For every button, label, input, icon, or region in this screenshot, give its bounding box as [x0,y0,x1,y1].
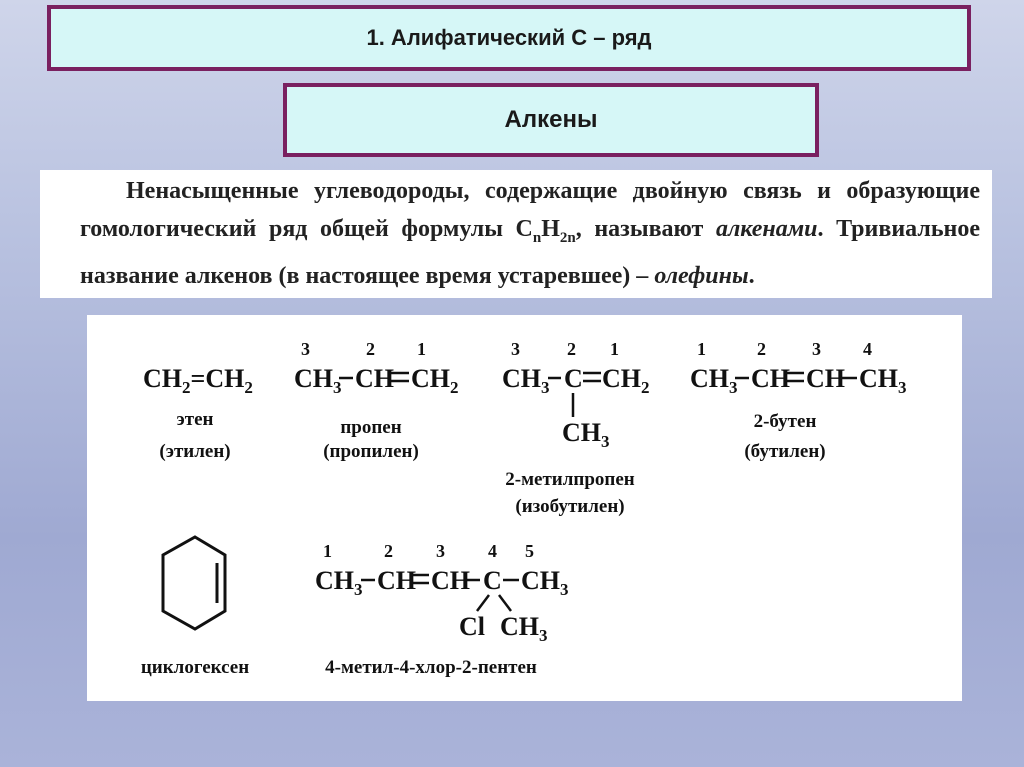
propene-c3: CH3 [294,364,342,397]
butene-locant-4: 4 [863,339,872,359]
mcp-c5: CH3 [521,566,569,599]
mcp-chloro-bond [476,594,490,612]
mcp-name: 4-метил-4-хлор-2-пентен [325,657,537,678]
ethene-trivial-name: (этилен) [159,441,230,462]
propene-locant-2: 2 [366,339,375,359]
mcp-locant-4: 4 [488,541,497,561]
mcp-locant-2: 2 [384,541,393,561]
cyclohexene-structure: циклогексен [141,535,249,678]
methylchloropentene-structure: 1 2 3 4 5 CH3 CH CH C CH3 Cl CH3 4-метил… [315,541,569,678]
butene-c3: CH [806,364,845,393]
term-alkenes: алкенами [715,216,818,242]
methylpropene-structure: 3 2 1 CH3 C CH2 CH3 2-метилпропен (изобу… [502,339,650,517]
mcp-c3: CH [431,566,470,595]
mcp-methyl: CH3 [500,612,548,645]
methylpropene-name: 2-метилпропен [505,469,635,490]
propene-locant-1: 1 [417,339,426,359]
section-subtitle: Алкены [504,106,598,133]
ethene-formula: CH2=CH2 [143,364,253,397]
methylpropene-methyl: CH3 [562,418,610,451]
propene-c2: CH [355,364,394,393]
propene-trivial-name: (пропилен) [323,441,419,462]
formula-sub-n: n [532,229,542,246]
mcp-methyl-bond [498,594,512,612]
mcp-c4: C [483,566,502,595]
mcp-locant-1: 1 [323,541,332,561]
butene-locant-1: 1 [697,339,706,359]
methylpropene-trivial-name: (изобутилен) [515,496,624,517]
mcp-chloro: Cl [459,612,485,641]
methylpropene-c3: CH3 [502,364,550,397]
cyclohexene-name: циклогексен [141,657,249,678]
methylpropene-locant-3: 3 [511,339,520,359]
mcp-locant-5: 5 [525,541,534,561]
definition-panel: Ненасыщенные углеводороды, содержащие дв… [40,170,992,298]
definition-part2: , называют [575,216,716,242]
mcp-locant-3: 3 [436,541,445,561]
butene-locant-3: 3 [812,339,821,359]
subtitle-banner: Алкены [283,83,819,157]
definition-text: Ненасыщенные углеводороды, содержащие дв… [80,172,980,295]
butene-c1: CH3 [690,364,738,397]
propene-c1: CH2 [411,364,459,397]
methylpropene-c1: CH2 [602,364,650,397]
methylpropene-locant-2: 2 [567,339,576,359]
propene-locant-3: 3 [301,339,310,359]
structures-diagram: CH2=CH2 этен (этилен) 3 2 1 CH3 CH CH2 п… [141,339,907,678]
propene-name: пропен [340,417,401,438]
propene-structure: 3 2 1 CH3 CH CH2 пропен (пропилен) [294,339,459,462]
page-title: 1. Алифатический С – ряд [366,25,652,50]
title-banner: 1. Алифатический С – ряд [47,5,971,71]
mcp-c1: CH3 [315,566,363,599]
formula-h: Н [541,216,560,242]
butene-structure: 1 2 3 4 CH3 CH CH CH3 2-бутен (бутилен) [690,339,907,462]
butene-c2: CH [751,364,790,393]
methylpropene-locant-1: 1 [610,339,619,359]
methylpropene-c2: C [564,364,583,393]
term-olefins: олефины [654,262,749,289]
ethene-name: этен [177,409,214,430]
butene-locant-2: 2 [757,339,766,359]
ethene-structure: CH2=CH2 этен (этилен) [143,364,253,462]
butene-c4: CH3 [859,364,907,397]
structures-panel: CH2=CH2 этен (этилен) 3 2 1 CH3 CH CH2 п… [87,315,962,701]
butene-name: 2-бутен [754,411,817,432]
formula-sub-2n: 2n [559,229,576,246]
definition-part4: . [748,262,755,289]
mcp-c2: CH [377,566,416,595]
definition-part3: . Тривиальное название алкенов (в настоя… [80,216,980,289]
definition-part1: Ненасыщенные углеводороды, содержащие дв… [80,178,980,242]
butene-trivial-name: (бутилен) [744,441,825,462]
cyclohexene-ring [161,535,227,631]
